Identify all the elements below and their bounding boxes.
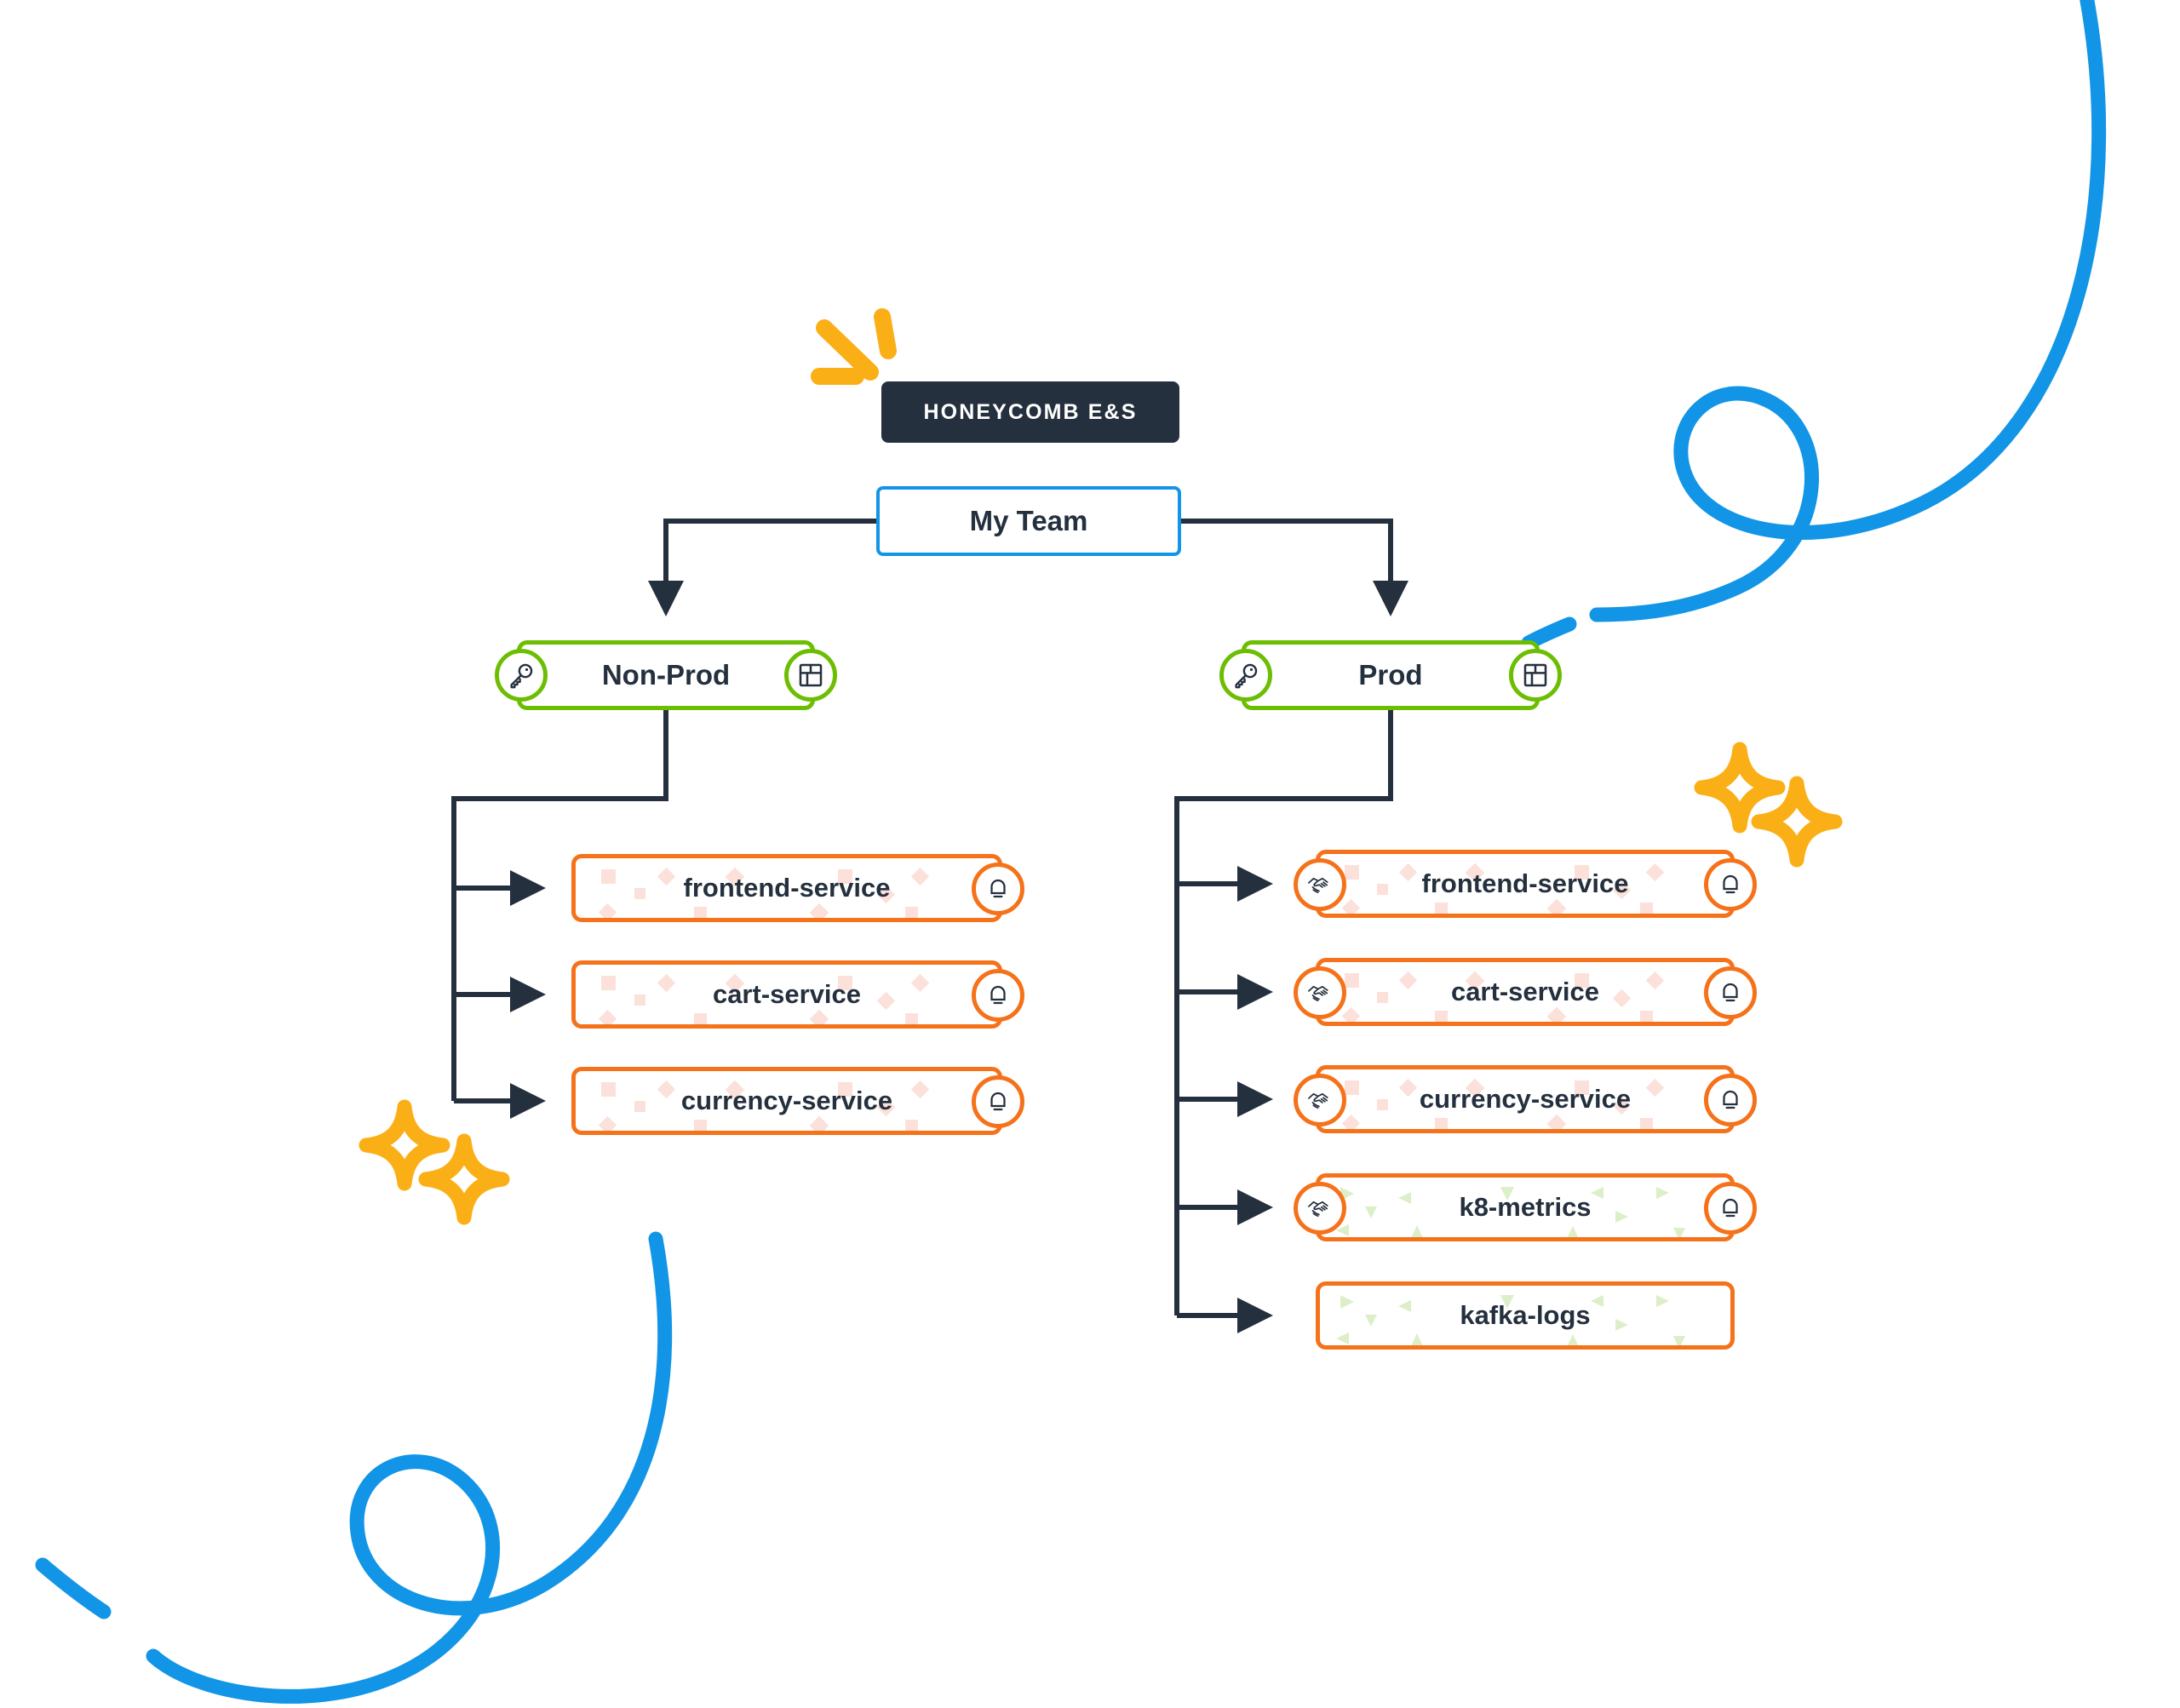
swoosh-top-right-icon: [1589, 0, 2107, 622]
node-my-team-label: My Team: [969, 505, 1088, 536]
bell-icon[interactable]: [972, 969, 1024, 1022]
swoosh-top-right-dash-icon: [1521, 616, 1577, 651]
node-service-prod-k8-metrics[interactable]: k8-metrics: [1294, 1173, 1757, 1241]
bell-icon[interactable]: [972, 1075, 1024, 1128]
node-service-label: currency-service: [1419, 1084, 1632, 1114]
key-icon[interactable]: [1219, 649, 1272, 702]
sparkle-pair-right-icon: [1694, 742, 1843, 868]
key-icon[interactable]: [495, 649, 548, 702]
node-service-label: frontend-service: [1421, 868, 1629, 898]
handshake-icon[interactable]: [1294, 1074, 1346, 1126]
honeycomb-badge: HONEYCOMB E&S: [881, 381, 1179, 443]
swoosh-bottom-left-icon: [146, 1231, 673, 1704]
node-service-label: kafka-logs: [1460, 1300, 1591, 1330]
handshake-icon[interactable]: [1294, 858, 1346, 911]
burst-lines-icon: [811, 308, 897, 385]
handshake-icon[interactable]: [1294, 966, 1346, 1019]
node-environment-non-prod-label: Non-Prod: [601, 659, 731, 691]
node-my-team[interactable]: My Team: [876, 486, 1181, 556]
node-environment-prod-label: Prod: [1358, 659, 1423, 691]
bell-icon[interactable]: [972, 863, 1024, 915]
bell-icon[interactable]: [1704, 966, 1757, 1019]
node-environment-prod[interactable]: Prod: [1219, 640, 1562, 710]
handshake-icon[interactable]: [1294, 1182, 1346, 1235]
bell-icon[interactable]: [1704, 858, 1757, 911]
dashboard-grid-icon[interactable]: [784, 649, 837, 702]
node-service-label: cart-service: [712, 979, 862, 1009]
dashboard-grid-icon[interactable]: [1509, 649, 1562, 702]
node-environment-non-prod[interactable]: Non-Prod: [495, 640, 837, 710]
swoosh-bottom-left-dash-icon: [35, 1557, 112, 1619]
node-service-prod-cart-service[interactable]: cart-service: [1294, 958, 1757, 1026]
sparkle-pair-left-icon: [359, 1099, 510, 1225]
connector-root-to-prod: [1181, 519, 1408, 616]
bell-icon[interactable]: [1704, 1074, 1757, 1126]
node-service-label: cart-service: [1450, 977, 1600, 1006]
node-service-label: currency-service: [680, 1086, 893, 1115]
node-service-label: k8-metrics: [1459, 1192, 1592, 1222]
node-service-prod-kafka-logs[interactable]: kafka-logs: [1316, 1281, 1735, 1350]
node-service-prod-currency-service[interactable]: currency-service: [1294, 1065, 1757, 1133]
node-service-label: frontend-service: [683, 873, 891, 903]
bell-icon[interactable]: [1704, 1182, 1757, 1235]
node-service-nonprod-currency-service[interactable]: currency-service: [571, 1067, 1024, 1135]
node-service-nonprod-cart-service[interactable]: cart-service: [571, 960, 1024, 1029]
honeycomb-badge-label: HONEYCOMB E&S: [923, 399, 1138, 424]
node-service-prod-frontend-service[interactable]: frontend-service: [1294, 850, 1757, 918]
node-service-nonprod-frontend-service[interactable]: frontend-service: [571, 854, 1024, 922]
connector-root-to-nonprod: [648, 519, 876, 616]
